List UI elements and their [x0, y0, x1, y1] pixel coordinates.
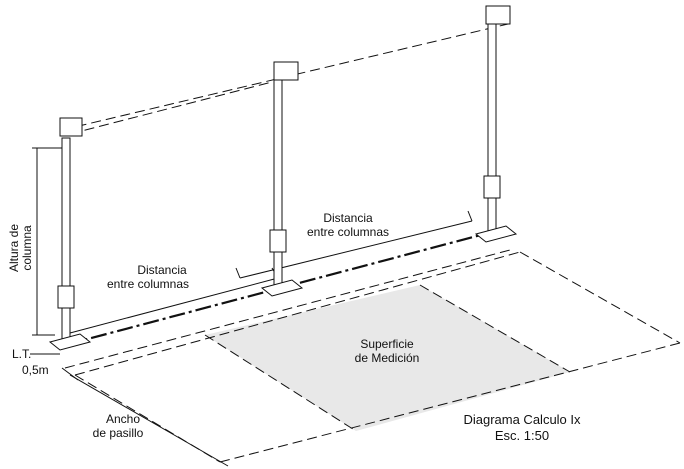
column-1 — [48, 117, 92, 351]
column-1-luminaire — [59, 117, 83, 137]
luminaire-top-line-2 — [69, 81, 273, 135]
diagram-scale: Esc. 1:50 — [495, 428, 549, 443]
offset-label: 0,5m — [22, 363, 49, 377]
column-2-control-box — [269, 229, 287, 253]
lt-label: L.T. — [12, 347, 31, 361]
distance-label-far-line1: Distancia — [323, 211, 373, 225]
column-3 — [474, 5, 518, 243]
column-2-luminaire — [273, 61, 299, 81]
floor-outline — [64, 249, 681, 463]
column-1-control-box — [57, 285, 75, 309]
diagram-title: Diagrama Calculo Ix — [463, 412, 581, 427]
height-label-line2: columna — [20, 225, 34, 271]
aisle-label-line2: de pasillo — [93, 426, 144, 440]
aisle-label-line1: Ancho — [106, 412, 140, 426]
distance-label-far-line2: entre columnas — [307, 225, 389, 239]
column-3-base-plate — [474, 225, 518, 243]
aisle-dimension — [61, 367, 229, 467]
height-dimension — [30, 147, 62, 355]
measurement-surface-edges — [204, 284, 571, 432]
column-3-luminaire — [485, 5, 511, 25]
surface-label-line2: de Medición — [355, 351, 420, 365]
column-1-base-plate — [48, 333, 92, 351]
measurement-surface — [205, 285, 570, 431]
column-3-control-box — [483, 175, 501, 199]
column-2 — [260, 61, 304, 297]
distance-label-near-line2: entre columnas — [107, 277, 189, 291]
distance-label-near-line1: Distancia — [137, 263, 187, 277]
column-2-base-plate — [260, 279, 304, 297]
height-label-line1: Altura de — [7, 224, 21, 272]
surface-label-line1: Superficie — [360, 337, 414, 351]
